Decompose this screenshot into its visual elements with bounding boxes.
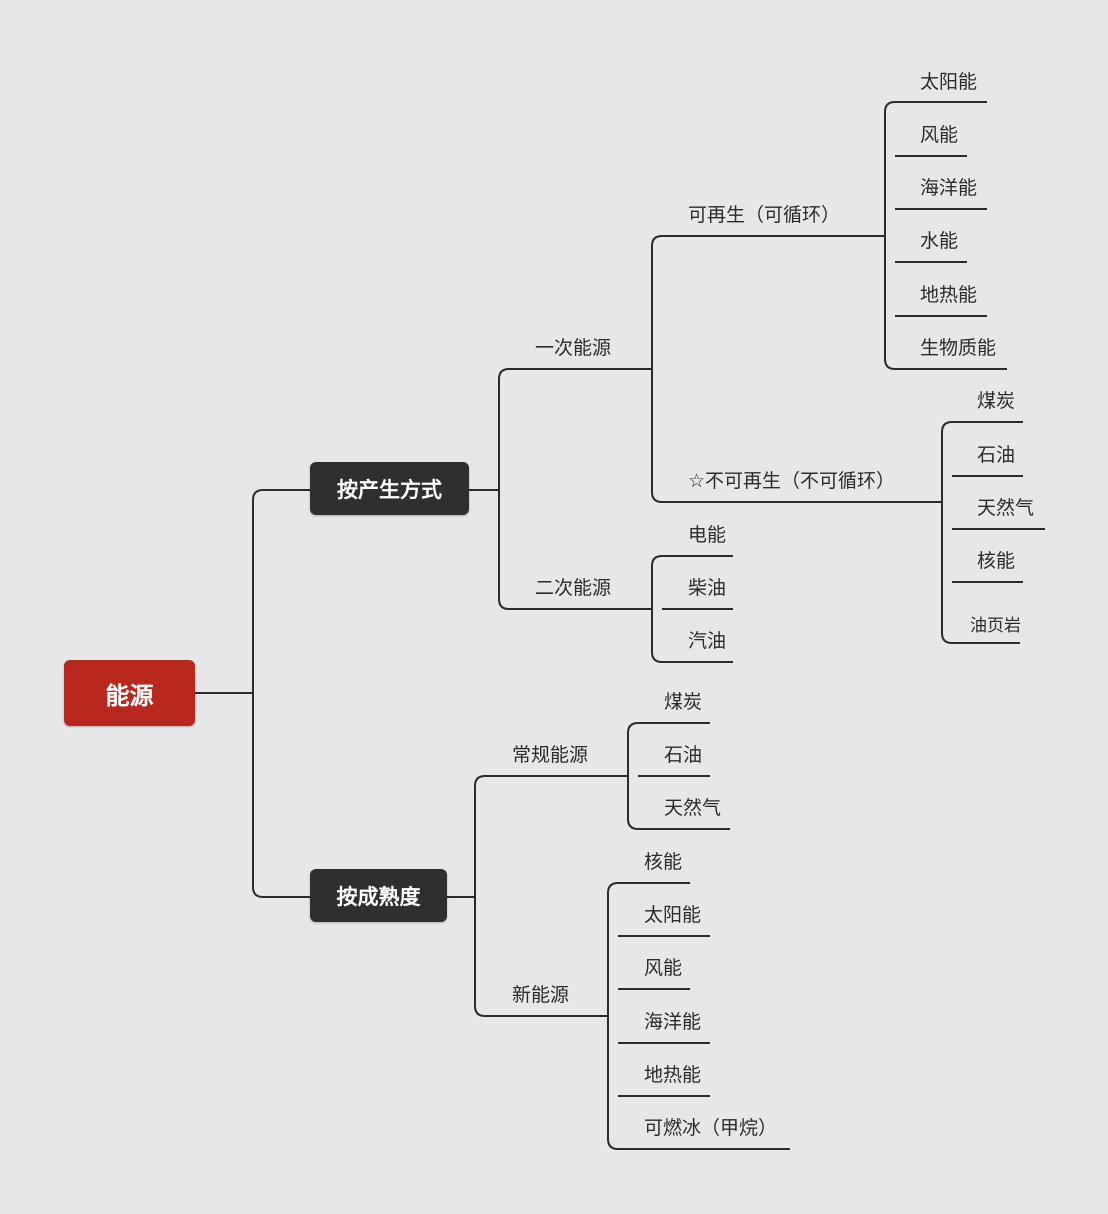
node-nonrenewable[interactable]: ☆不可再生（不可循环） (688, 470, 896, 492)
leaf-secondary-gasoline[interactable]: 汽油 (688, 630, 727, 652)
leaf-renewable-ocean[interactable]: 海洋能 (920, 177, 978, 199)
node-conventional-energy[interactable]: 常规能源 (512, 744, 589, 766)
node-primary-energy[interactable]: 一次能源 (535, 337, 612, 359)
leaf-nonrenewable-oilshale[interactable]: 油页岩 (970, 616, 1021, 636)
leaf-secondary-electric[interactable]: 电能 (688, 524, 727, 546)
leaf-new-wind[interactable]: 风能 (644, 957, 683, 979)
new-bracket (607, 882, 619, 1150)
leaf-new-ocean[interactable]: 海洋能 (644, 1011, 702, 1033)
root-bracket (252, 489, 264, 898)
leaf-renewable-biomass[interactable]: 生物质能 (920, 337, 997, 359)
leaf-nonrenewable-gas[interactable]: 天然气 (977, 497, 1035, 519)
conventional-bracket (627, 722, 639, 830)
secondary-bracket (651, 555, 663, 663)
leaf-conventional-gas[interactable]: 天然气 (664, 797, 722, 819)
leaf-conventional-oil[interactable]: 石油 (664, 744, 703, 766)
leaf-nonrenewable-nuclear[interactable]: 核能 (977, 550, 1016, 572)
root-node[interactable]: 能源 (64, 660, 195, 726)
renewable-bracket (884, 101, 896, 370)
leaf-conventional-coal[interactable]: 煤炭 (664, 691, 703, 713)
leaf-secondary-diesel[interactable]: 柴油 (688, 577, 727, 599)
maturity-bracket (474, 775, 486, 1017)
branch-node-maturity[interactable]: 按成熟度 (310, 869, 447, 922)
leaf-new-nuclear[interactable]: 核能 (644, 851, 683, 873)
node-secondary-energy[interactable]: 二次能源 (535, 577, 612, 599)
leaf-renewable-geothermal[interactable]: 地热能 (920, 284, 978, 306)
method-bracket (498, 368, 510, 610)
leaf-renewable-hydro[interactable]: 水能 (920, 230, 959, 252)
leaf-renewable-wind[interactable]: 风能 (920, 124, 959, 146)
nonrenewable-bracket (941, 421, 953, 644)
primary-bracket (651, 235, 663, 503)
branch-node-method[interactable]: 按产生方式 (310, 462, 469, 515)
leaf-nonrenewable-oil[interactable]: 石油 (977, 444, 1016, 466)
leaf-nonrenewable-coal[interactable]: 煤炭 (977, 390, 1016, 412)
leaf-new-combustible-ice[interactable]: 可燃冰（甲烷） (644, 1117, 778, 1139)
node-new-energy[interactable]: 新能源 (512, 984, 570, 1006)
leaf-new-geothermal[interactable]: 地热能 (644, 1064, 702, 1086)
node-renewable[interactable]: 可再生（可循环） (688, 204, 841, 226)
leaf-renewable-solar[interactable]: 太阳能 (920, 71, 978, 93)
leaf-new-solar[interactable]: 太阳能 (644, 904, 702, 926)
